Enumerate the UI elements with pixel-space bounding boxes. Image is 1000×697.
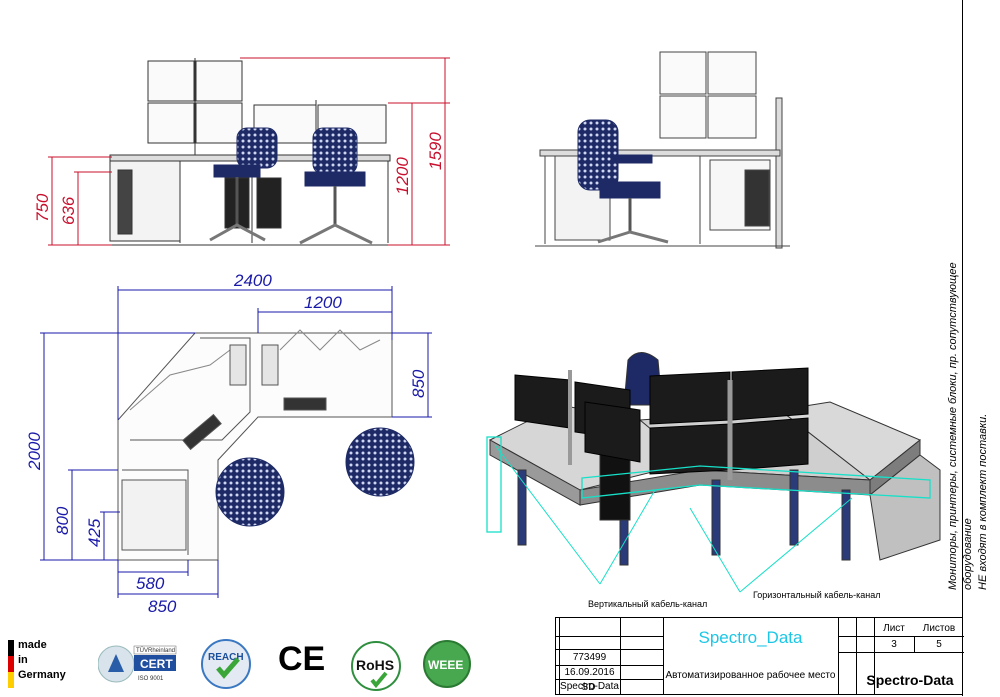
drawing-date: 16.09.2016 — [564, 666, 615, 678]
certification-logos: made in Germany TÜVRheinland CERT ISO 90… — [0, 612, 520, 696]
weee-logo: WEEE — [422, 638, 472, 690]
brand-title: Spectro_Data — [698, 628, 803, 647]
dim-425: 425 — [85, 518, 104, 547]
dim-1200: 1200 — [393, 157, 412, 195]
made-in-germany-label: made in Germany — [18, 639, 66, 681]
svg-text:TÜVRheinland: TÜVRheinland — [136, 647, 175, 654]
company-name: Spectro-Data — [560, 680, 619, 692]
rohs-logo: RoHS — [350, 638, 402, 692]
vertical-channel-callout: Вертикальный кабель-канал — [588, 599, 708, 609]
reach-logo: REACH — [200, 638, 252, 690]
tuv-cert-logo: TÜVRheinland CERT ISO 9001 — [97, 642, 178, 686]
sheets-label: Листов — [922, 622, 956, 634]
sheet-label: Лист — [883, 622, 905, 634]
svg-text:CERT: CERT — [140, 657, 173, 671]
plan-dimensions — [40, 286, 432, 598]
side-note-line2: НЕ входят в комплект поставки. — [977, 413, 989, 590]
frame-right-border — [962, 0, 963, 696]
front-view — [105, 58, 395, 246]
drawing-description: Автоматизированное рабочее место — [665, 669, 836, 681]
drawing-code: 773499 — [572, 651, 607, 663]
dim-800: 800 — [53, 506, 72, 535]
dim-750: 750 — [33, 193, 52, 222]
side-view — [535, 51, 790, 249]
plan-view — [117, 329, 415, 561]
sd-label: SD — [581, 681, 596, 693]
dim-1590: 1590 — [426, 132, 445, 170]
dim-580: 580 — [136, 574, 165, 593]
german-flag-icon — [8, 640, 14, 688]
sheets-total: 5 — [936, 638, 942, 650]
sheet-number: 3 — [891, 638, 897, 650]
dim-636: 636 — [59, 196, 78, 225]
front-dimensions — [48, 57, 450, 246]
horizontal-channel-callout: Горизонтальный кабель-канал — [753, 590, 881, 600]
ce-mark: CE — [278, 640, 326, 678]
dim-850-bottom: 850 — [148, 597, 177, 616]
spectro-data-logo: Spectro-Data — [866, 672, 954, 688]
isometric-view — [486, 352, 941, 593]
svg-text:RoHS: RoHS — [356, 657, 394, 673]
title-block: 773499 16.09.2016 Spectro-Data Spectro_D… — [555, 617, 964, 695]
side-note-line1: Мониторы, принтеры, системные блоки, пр.… — [947, 262, 974, 590]
dim-850-right: 850 — [409, 369, 428, 398]
svg-text:REACH: REACH — [208, 652, 244, 663]
dim-2000: 2000 — [25, 432, 44, 471]
svg-text:WEEE: WEEE — [428, 658, 463, 672]
svg-text:ISO 9001: ISO 9001 — [138, 676, 164, 682]
dim-2400: 2400 — [233, 271, 272, 290]
side-note: Мониторы, принтеры, системные блоки, пр.… — [946, 210, 1000, 590]
dim-1200-plan: 1200 — [304, 293, 342, 312]
